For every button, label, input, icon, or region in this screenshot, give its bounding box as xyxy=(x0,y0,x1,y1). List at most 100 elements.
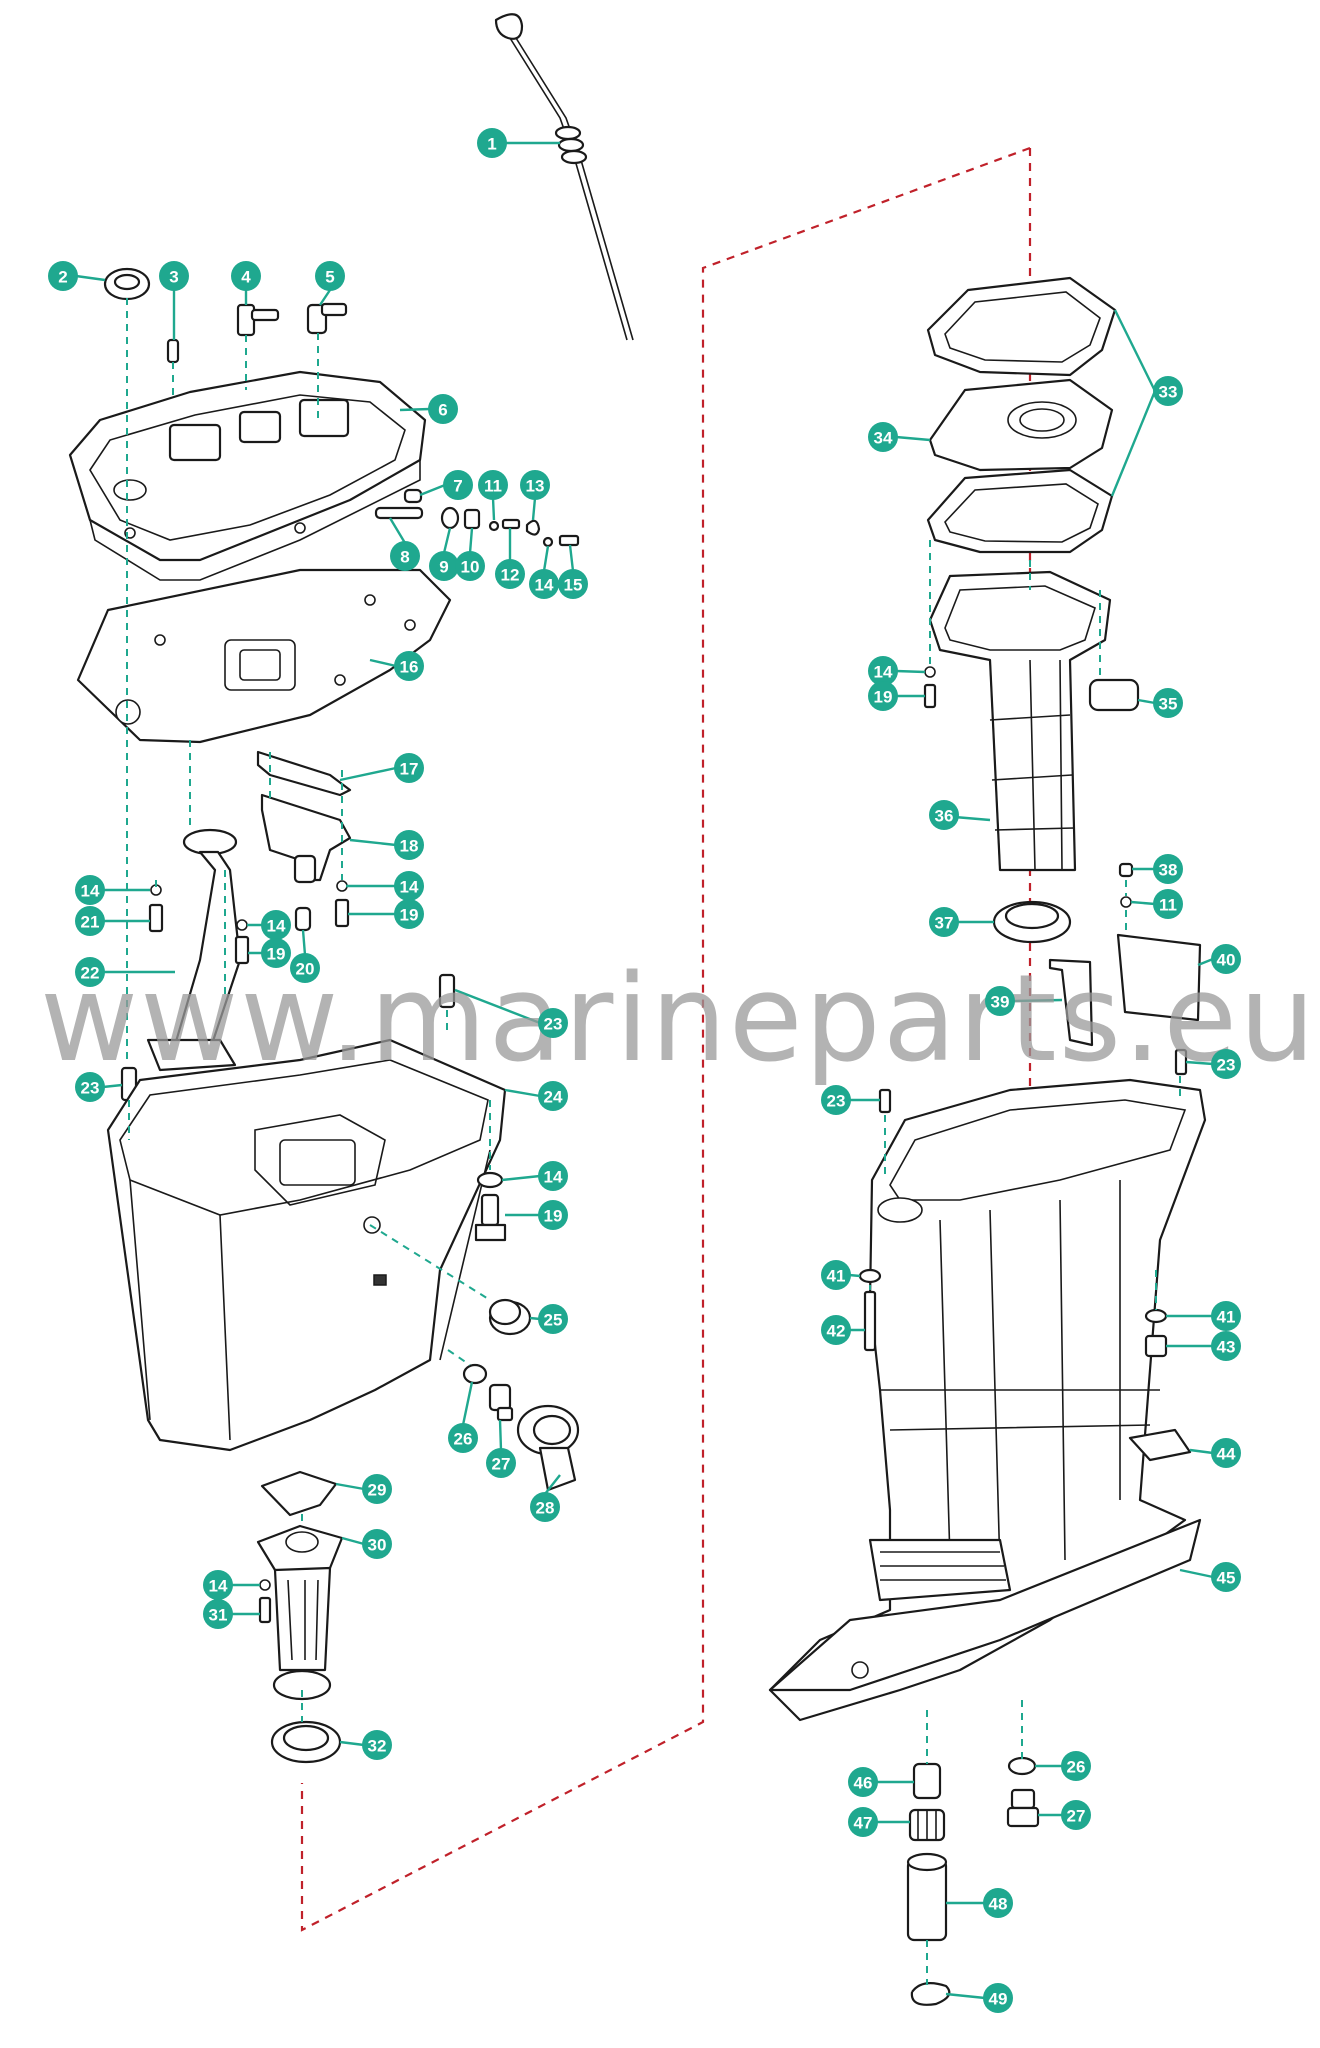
callout-number: 43 xyxy=(1217,1338,1236,1357)
callout-badge xyxy=(261,910,291,940)
callout-c14d: 14 xyxy=(261,910,291,940)
drain-plug-cap xyxy=(488,1298,532,1336)
callout-c14f: 14 xyxy=(203,1570,233,1600)
callout-c47: 47 xyxy=(848,1807,878,1837)
callout-c11: 11 xyxy=(478,470,508,500)
callout-c14e: 14 xyxy=(538,1161,568,1191)
callout-number: 7 xyxy=(453,477,462,496)
shaft xyxy=(374,506,424,520)
gasket-29 xyxy=(260,1470,338,1517)
callout-badge xyxy=(1061,1751,1091,1781)
oil-filter-body xyxy=(256,1524,344,1701)
callout-c14a: 14 xyxy=(529,569,559,599)
callout-number: 31 xyxy=(209,1606,228,1625)
callout-badge xyxy=(1153,854,1183,884)
grommet xyxy=(440,506,460,530)
callout-c19a: 19 xyxy=(394,899,424,929)
callout-badge xyxy=(1211,944,1241,974)
callout-number: 38 xyxy=(1159,861,1178,880)
callout-c23a: 23 xyxy=(538,1008,568,1038)
bolt-43 xyxy=(1144,1334,1168,1358)
callout-number: 46 xyxy=(854,1774,873,1793)
callout-number: 20 xyxy=(296,960,315,979)
callout-badge xyxy=(455,551,485,581)
gasket-33-bottom xyxy=(926,468,1114,554)
callout-number: 36 xyxy=(935,807,954,826)
callout-badge xyxy=(538,1304,568,1334)
callout-c21: 21 xyxy=(75,906,105,936)
callout-number: 28 xyxy=(536,1499,555,1518)
callout-c14g: 14 xyxy=(868,656,898,686)
washer-41-left xyxy=(858,1268,882,1284)
callout-badge xyxy=(390,541,420,571)
upper-casing xyxy=(768,1078,1207,1722)
callout-number: 37 xyxy=(935,914,954,933)
seal-32 xyxy=(270,1720,342,1764)
callout-badge xyxy=(538,1161,568,1191)
elbow-fitting xyxy=(306,302,348,335)
drain-bolt xyxy=(488,1383,514,1422)
bushing-48 xyxy=(906,1852,948,1942)
callout-badge xyxy=(558,569,588,599)
callout-c7: 7 xyxy=(443,470,473,500)
dipstick xyxy=(494,13,634,341)
bolt-19 xyxy=(234,880,350,965)
callout-badge xyxy=(362,1730,392,1760)
callout-badge xyxy=(315,261,345,291)
callout-number: 17 xyxy=(400,760,419,779)
callout-number: 47 xyxy=(854,1814,873,1833)
dowel-pin-23a xyxy=(438,973,456,1009)
callout-badge xyxy=(868,422,898,452)
callout-badge xyxy=(428,394,458,424)
washer-small xyxy=(488,520,500,532)
washer-11-right xyxy=(1120,896,1132,908)
dowel-pin xyxy=(166,338,180,364)
oil-strainer xyxy=(146,828,242,1072)
callout-badge xyxy=(1153,889,1183,919)
callout-number: 11 xyxy=(1159,896,1177,915)
callout-number: 32 xyxy=(368,1737,387,1756)
callout-badge xyxy=(159,261,189,291)
callout-number: 2 xyxy=(58,268,67,287)
callout-c34: 34 xyxy=(868,422,898,452)
callout-number: 23 xyxy=(1217,1056,1236,1075)
bolt-pan xyxy=(474,1193,507,1242)
callout-c13: 13 xyxy=(520,470,550,500)
callout-c4: 4 xyxy=(231,261,261,291)
callout-number: 19 xyxy=(267,945,286,964)
callout-c14b: 14 xyxy=(75,875,105,905)
callout-number: 13 xyxy=(526,477,545,496)
callout-c23b: 23 xyxy=(75,1072,105,1102)
callout-badge xyxy=(261,938,291,968)
callout-number: 14 xyxy=(874,663,893,682)
callout-number: 8 xyxy=(400,548,409,567)
callout-c6: 6 xyxy=(428,394,458,424)
callout-number: 23 xyxy=(81,1079,100,1098)
drain-cup xyxy=(516,1404,580,1492)
callout-badge xyxy=(290,953,320,983)
nut-47 xyxy=(908,1808,946,1842)
bolt-42 xyxy=(863,1290,877,1352)
callout-number: 10 xyxy=(461,558,480,577)
callout-number: 15 xyxy=(564,576,583,595)
callout-badge xyxy=(848,1807,878,1837)
callout-badge xyxy=(429,551,459,581)
callout-badge xyxy=(1211,1301,1241,1331)
callout-badge xyxy=(394,899,424,929)
callout-c29: 29 xyxy=(362,1474,392,1504)
callout-c24: 24 xyxy=(538,1081,568,1111)
callout-badge xyxy=(821,1260,851,1290)
callout-number: 14 xyxy=(544,1168,563,1187)
callout-number: 6 xyxy=(438,401,447,420)
callout-number: 49 xyxy=(989,1990,1008,2009)
callout-c37: 37 xyxy=(929,907,959,937)
callout-c41b: 41 xyxy=(1211,1301,1241,1331)
callout-number: 29 xyxy=(368,1481,387,1500)
cover-44 xyxy=(1128,1428,1192,1462)
callout-c19b: 19 xyxy=(261,938,291,968)
callout-number: 19 xyxy=(544,1207,563,1226)
callout-badge xyxy=(495,559,525,589)
callout-badge xyxy=(486,1448,516,1478)
callout-c23c: 23 xyxy=(1211,1049,1241,1079)
watermark-text: www.marineparts.eu xyxy=(40,950,1317,1089)
